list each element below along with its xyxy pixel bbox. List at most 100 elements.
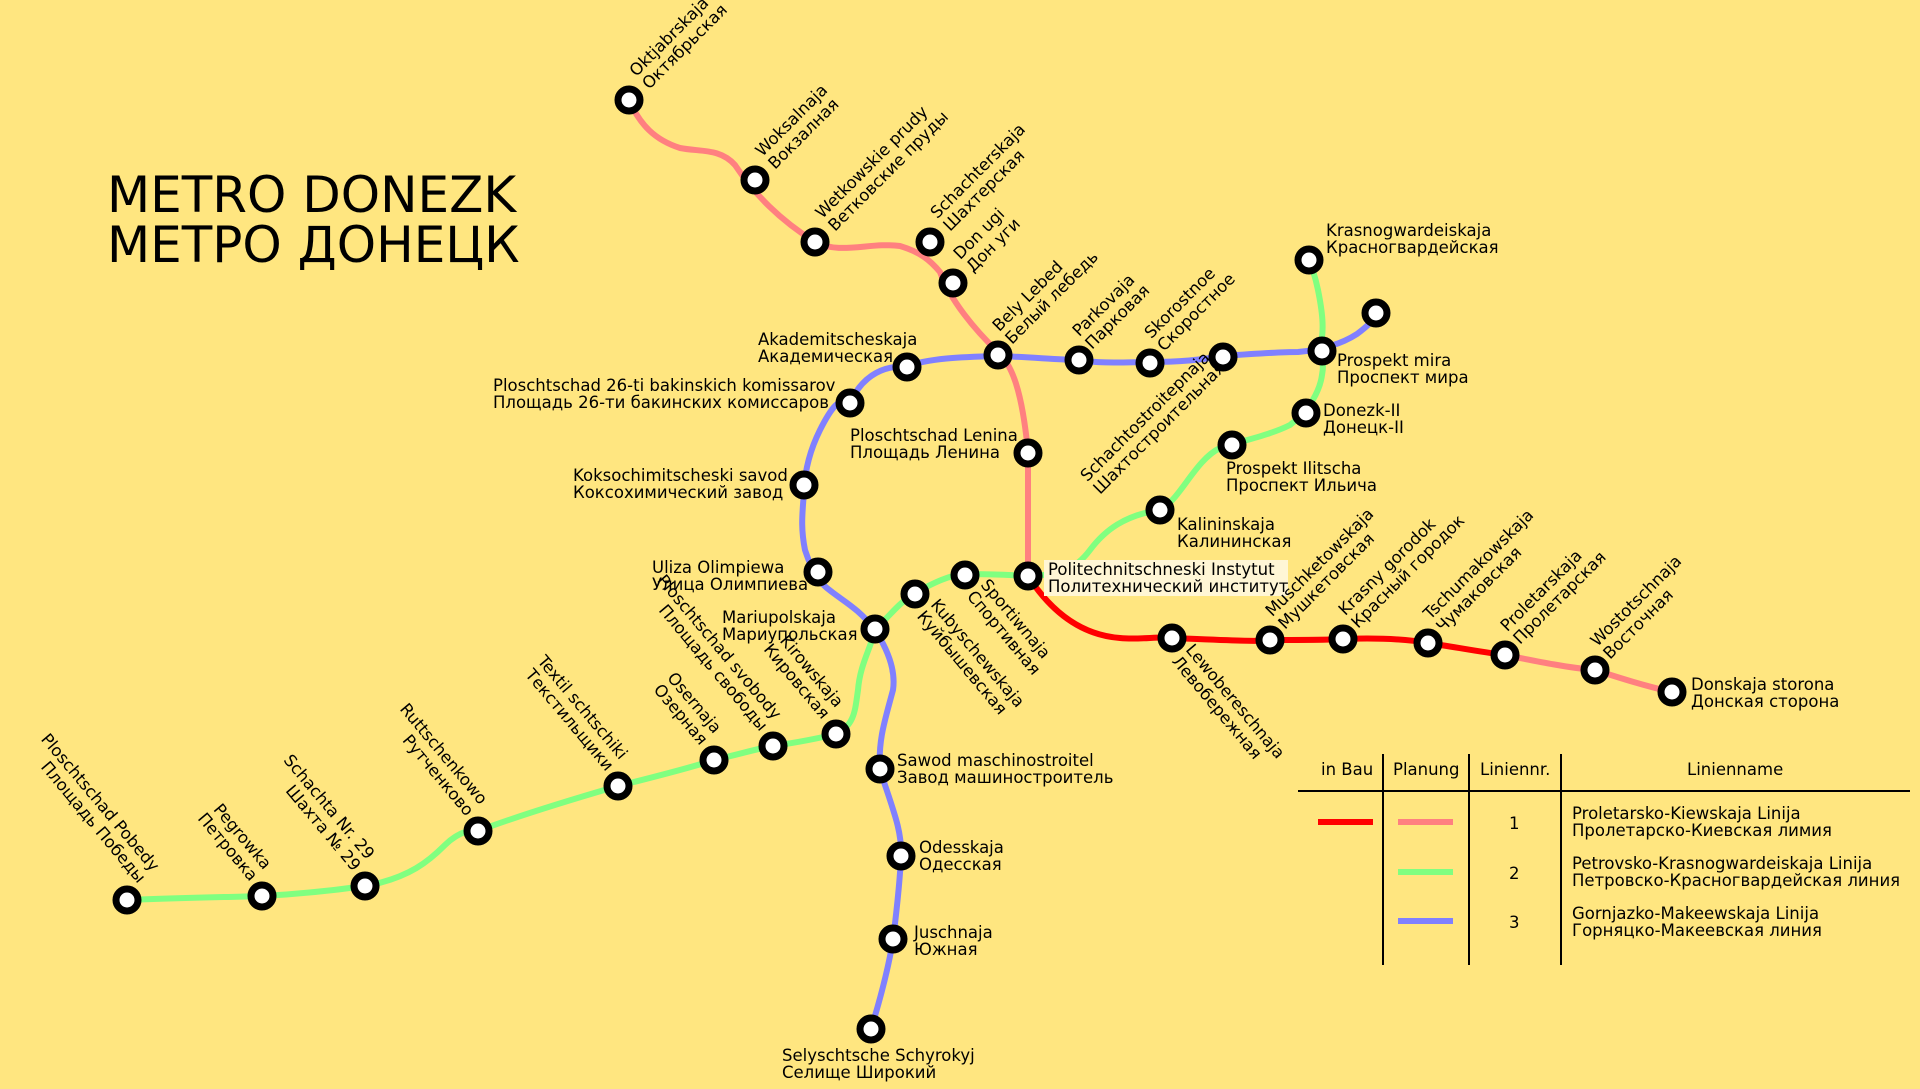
- legend-header-linienname: Linienname: [1687, 760, 1783, 779]
- label-donskaja: Donskaja storona Донская сторона: [1691, 675, 1839, 711]
- station-schachterskaja[interactable]: [915, 227, 945, 257]
- station-tschumakowskaja[interactable]: [1413, 628, 1443, 658]
- station-sportiwnaja[interactable]: [950, 560, 980, 590]
- legend-row1-name-cyr: Пролетарско-Киевская лимия: [1572, 821, 1832, 840]
- station-schachta29[interactable]: [350, 871, 380, 901]
- station-uliza-olimpiewa[interactable]: [803, 557, 833, 587]
- station-donezk2[interactable]: [1291, 398, 1321, 428]
- legend-row1-name-lat: Proletarsko-Kiewskaja Linija: [1572, 804, 1801, 823]
- label-prospekt-ilitscha: Prospekt Ilitscha Проспект Ильича: [1226, 459, 1377, 495]
- station-ploschtschad26[interactable]: [835, 388, 865, 418]
- station-pegrowka[interactable]: [247, 881, 277, 911]
- station-muschketowskaja[interactable]: [1255, 625, 1285, 655]
- legend-row3-nr: 3: [1509, 913, 1520, 932]
- station-krasny-gorodok[interactable]: [1328, 624, 1358, 654]
- svg-text:Улица Олимпиева: Улица Олимпиева: [652, 575, 808, 594]
- station-ruttschenkowo[interactable]: [463, 816, 493, 846]
- station-schachtostroitelnaja[interactable]: [1217, 430, 1247, 460]
- svg-text:Krasnogwardeiskaja: Krasnogwardeiskaja: [1326, 221, 1491, 240]
- station-wetkowskie[interactable]: [800, 227, 830, 257]
- station-mariupolskaja[interactable]: [860, 614, 890, 644]
- station-koksochimitscheski[interactable]: [789, 470, 819, 500]
- svg-text:Политехнический институт: Политехнический институт: [1048, 577, 1289, 596]
- label-donezk2: Donezk-II Донецк-II: [1323, 401, 1404, 437]
- station-ploschtschad-lenina[interactable]: [1013, 438, 1043, 468]
- legend-table: in Bau Planung Liniennr. Linienname 1 Pr…: [1298, 754, 1910, 965]
- station-wostotschnaja[interactable]: [1580, 655, 1610, 685]
- svg-text:Красногвардейская: Красногвардейская: [1326, 238, 1499, 257]
- station-bely-lebed[interactable]: [983, 340, 1013, 370]
- svg-text:Prospekt Ilitscha: Prospekt Ilitscha: [1226, 459, 1361, 478]
- station-krasnogwardeiskaja[interactable]: [1294, 245, 1324, 275]
- legend-row2-nr: 2: [1509, 864, 1520, 883]
- svg-text:Калининская: Калининская: [1177, 532, 1291, 551]
- svg-text:Южная: Южная: [914, 940, 978, 959]
- svg-text:Завод машиностроитель: Завод машиностроитель: [897, 768, 1113, 787]
- legend-row3-name-lat: Gornjazko-Makeewskaja Linija: [1572, 904, 1819, 923]
- station-ploschtschad-pobedy[interactable]: [112, 885, 142, 915]
- station-textil[interactable]: [603, 771, 633, 801]
- svg-text:Uliza Olimpiewa: Uliza Olimpiewa: [652, 558, 784, 577]
- station-woksalnaja[interactable]: [740, 165, 770, 195]
- svg-text:Одесская: Одесская: [919, 855, 1002, 874]
- legend-row2-name-lat: Petrovsko-Krasnogwardeiskaja Linija: [1572, 854, 1872, 873]
- legend-row2-name-cyr: Петровско-Красногвардейская линия: [1572, 871, 1900, 890]
- station-sawod[interactable]: [865, 754, 895, 784]
- svg-text:Donezk-II: Donezk-II: [1323, 401, 1400, 420]
- label-odesskaja: Odesskaja Одесская: [919, 838, 1004, 874]
- station-ploschtschad-svobody[interactable]: [758, 731, 788, 761]
- legend-header-liniennr: Liniennr.: [1480, 760, 1550, 779]
- station-kirowskaja[interactable]: [821, 719, 851, 749]
- svg-text:Sawod maschinostroitel: Sawod maschinostroitel: [897, 751, 1094, 770]
- label-koksochimitscheski: Koksochimitscheski savod Коксохимический…: [573, 466, 788, 502]
- label-mariupolskaja: Mariupolskaja Мариупольская: [722, 608, 858, 644]
- station-kubyschewskaja[interactable]: [900, 579, 930, 609]
- svg-text:Донская сторона: Донская сторона: [1691, 692, 1839, 711]
- station-skorostnoe[interactable]: [1135, 348, 1165, 378]
- station-don-ugi[interactable]: [938, 268, 968, 298]
- stations: [112, 85, 1687, 1044]
- svg-text:Ploschtschad Lenina: Ploschtschad Lenina: [850, 426, 1018, 445]
- svg-text:Prospekt mira: Prospekt mira: [1337, 351, 1451, 370]
- station-selyschtsche[interactable]: [856, 1014, 886, 1044]
- label-uliza-olimpiewa: Uliza Olimpiewa Улица Олимпиева: [652, 558, 808, 594]
- station-politechnitschneski[interactable]: [1013, 561, 1043, 591]
- legend-header-in-bau: in Bau: [1321, 760, 1373, 779]
- station-osernaja[interactable]: [699, 745, 729, 775]
- map-title-latin: METRO DONEZK: [107, 166, 517, 224]
- legend-row3-name-cyr: Горняцко-Макеевская линия: [1572, 921, 1822, 940]
- svg-text:Донецк-II: Донецк-II: [1323, 418, 1404, 437]
- station-donskaja[interactable]: [1657, 677, 1687, 707]
- station-oktjabrskaja[interactable]: [614, 85, 644, 115]
- svg-text:Odesskaja: Odesskaja: [919, 838, 1004, 857]
- station-juschnaja[interactable]: [878, 924, 908, 954]
- svg-text:Проспект мира: Проспект мира: [1337, 368, 1469, 387]
- label-politechnitschneski: Politechnitschneski Instytut Политехниче…: [1048, 560, 1289, 596]
- label-ploschtschad26: Ploschtschad 26-ti bakinskich komissarov…: [493, 376, 836, 412]
- legend-header-planung: Planung: [1393, 760, 1460, 779]
- station-akademitscheskaja[interactable]: [892, 352, 922, 382]
- label-krasnogwardeiskaja: Krasnogwardeiskaja Красногвардейская: [1326, 221, 1499, 257]
- svg-text:Selyschtsche Schyrokyj: Selyschtsche Schyrokyj: [782, 1046, 975, 1065]
- svg-text:Площадь Ленина: Площадь Ленина: [850, 443, 1000, 462]
- map-title-cyrillic: МЕТРО ДОНЕЦК: [107, 216, 520, 274]
- station-kalininskaja[interactable]: [1145, 495, 1175, 525]
- svg-text:Коксохимический завод: Коксохимический завод: [573, 483, 783, 502]
- label-akademitscheskaja: Akademitscheskaja Академическая: [758, 330, 917, 366]
- station-line3-east-terminus[interactable]: [1361, 298, 1391, 328]
- legend-row1-nr: 1: [1509, 814, 1520, 833]
- station-parkovaja[interactable]: [1064, 345, 1094, 375]
- label-prospekt-mira: Prospekt mira Проспект мира: [1337, 351, 1469, 387]
- station-proletarskaja[interactable]: [1490, 640, 1520, 670]
- station-odesskaja[interactable]: [886, 841, 916, 871]
- station-lewobereschnaja[interactable]: [1157, 623, 1187, 653]
- station-prospekt-mira[interactable]: [1307, 336, 1337, 366]
- label-juschnaja: Juschnaja Южная: [913, 923, 993, 959]
- politechnitschneski-highlight: [1044, 560, 1288, 596]
- station-line3-skorostnoe-east[interactable]: [1208, 342, 1238, 372]
- svg-text:Селище Широкий: Селище Широкий: [782, 1063, 936, 1082]
- svg-text:Ploschtschad 26-ti bakinskich: Ploschtschad 26-ti bakinskich komissarov: [493, 376, 836, 395]
- svg-text:Академическая: Академическая: [758, 347, 893, 366]
